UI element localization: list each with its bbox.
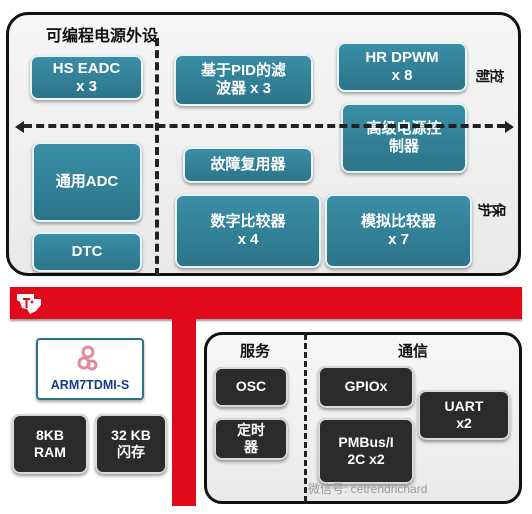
hr-dpwm-box: HR DPWM x 8	[337, 42, 467, 92]
dtc-box: DTC	[32, 232, 142, 272]
services-label: 服务	[240, 343, 271, 360]
communication-label: 通信	[398, 343, 429, 360]
pid-filter-box: 基于PID的滤 波器 x 3	[174, 54, 313, 106]
flash-box: 32 KB 闪存	[95, 414, 167, 474]
divider-arrow-right	[505, 121, 514, 133]
timer-box: 定时 器	[214, 418, 288, 460]
vertical-divider	[155, 38, 159, 276]
protection-label: 保护	[478, 202, 506, 218]
vertical-bus	[172, 318, 196, 506]
wechat-watermark: 微信号: cetrendrichard	[308, 482, 428, 496]
divider-arrow-left	[15, 121, 24, 133]
analog-comparator-box: 模拟比较器 x 7	[325, 194, 472, 268]
control-label: 控制	[476, 68, 504, 84]
hs-eadc-box: HS EADC x 3	[30, 55, 143, 100]
ram-box: 8KB RAM	[12, 414, 88, 474]
ti-logo	[14, 290, 44, 316]
control-protection-divider	[24, 124, 505, 128]
gpio-box: GPIOx	[318, 366, 414, 408]
system-bus-band	[10, 287, 522, 319]
arm-core-card: ARM7TDMI-S	[36, 338, 144, 400]
arm-chip-icon	[77, 345, 98, 371]
fault-mux-box: 故障复用器	[183, 147, 313, 183]
digital-comparator-box: 数字比较器 x 4	[175, 194, 321, 268]
panel-title: 可编程电源外设	[46, 28, 159, 45]
arm-label: ARM7TDMI-S	[50, 378, 130, 392]
advanced-power-controller-box: 高级电源控 制器	[341, 103, 467, 173]
peripherals-divider	[304, 334, 307, 502]
uart-box: UART x2	[418, 390, 510, 440]
osc-box: OSC	[214, 367, 288, 407]
general-adc-box: 通用ADC	[32, 142, 142, 222]
pmbus-box: PMBus/I 2C x2	[318, 418, 414, 484]
